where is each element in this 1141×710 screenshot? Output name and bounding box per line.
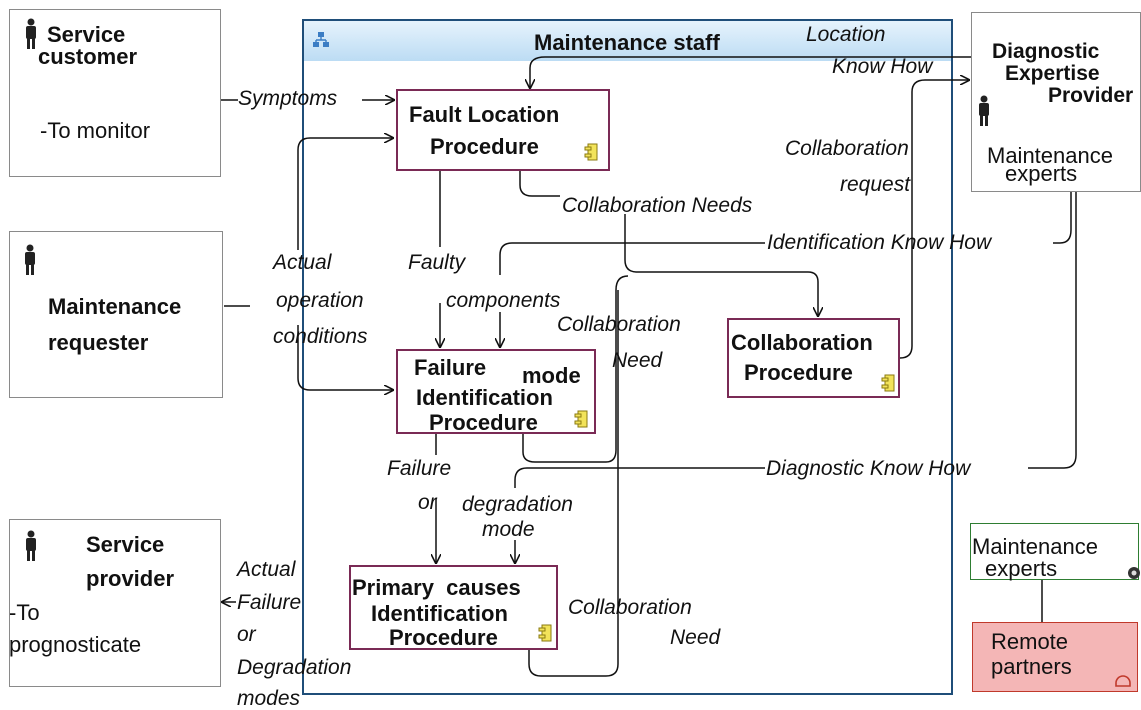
actor-name: customer: [38, 44, 138, 69]
actor-name: Service: [86, 532, 165, 557]
actor-name: Diagnostic: [992, 40, 1100, 63]
component-icon: [538, 624, 552, 642]
flow-label-actual-operation-conditions: Actual: [273, 251, 332, 274]
procedure-title: Procedure: [429, 410, 538, 435]
failure-mode-identification-procedure: Failure mode Identification Procedure: [396, 349, 596, 434]
flow-label-location-know-how: Know How: [832, 55, 933, 78]
maintenance-requester-box: Maintenance requester: [9, 231, 223, 398]
flow-label-identification-know-how: Identification Know How: [767, 231, 992, 254]
flow-label-failure-or-degradation: mode: [482, 518, 535, 541]
actor-name: Expertise: [1005, 62, 1100, 85]
diagnostic-expertise-provider-box: Diagnostic Expertise Provider Maintenanc…: [971, 12, 1141, 192]
service-provider-box: Service provider -To prognosticate: [9, 519, 221, 687]
actor-icon: [1128, 567, 1140, 579]
procedure-title: Identification: [371, 601, 508, 626]
flow-label-actual-failure-modes: Degradation: [237, 656, 352, 679]
flow-label-actual-failure-modes: Failure: [237, 591, 302, 614]
container-title: Maintenance staff: [534, 30, 720, 55]
flow-label-diagnostic-know-how: Diagnostic Know How: [766, 457, 971, 480]
actor-name: Provider: [1048, 84, 1134, 107]
flow-label-symptoms: Symptoms: [238, 87, 338, 110]
remote-label: Remote: [991, 629, 1069, 654]
flow-label-collaboration-needs: Collaboration Needs: [562, 194, 753, 217]
remote-partners-box: Remote partners: [972, 622, 1138, 692]
experts-label: Maintenance: [972, 534, 1098, 559]
flow-label-failure-or-degradation: or: [418, 491, 437, 514]
component-icon: [584, 143, 598, 161]
procedure-title: Procedure: [744, 360, 853, 385]
procedure-title: Failure: [414, 355, 487, 380]
actor-icon: [26, 530, 36, 561]
flow-label-failure-or-degradation: Failure: [387, 457, 452, 480]
procedure-title: mode: [522, 363, 581, 388]
procedure-title: Collaboration: [731, 330, 873, 355]
actor-name: requester: [48, 330, 149, 355]
flow-label-actual-failure-modes: modes: [237, 687, 301, 710]
actor-role: prognosticate: [9, 632, 142, 657]
flow-label-failure-or-degradation: degradation: [462, 493, 573, 516]
flow-label-collaboration-request: Collaboration: [785, 137, 909, 160]
service-customer-box: Service customer -To monitor: [9, 9, 221, 177]
flow-label-actual-failure-modes: Actual: [237, 558, 296, 581]
experts-label: experts: [985, 556, 1058, 581]
actor-icon: [26, 18, 36, 49]
actor-name: Service: [47, 22, 126, 47]
maintenance-experts-box: Maintenance experts: [970, 523, 1139, 580]
flow-label-collaboration-need: Collaboration: [557, 313, 681, 336]
remote-label: partners: [991, 654, 1072, 679]
hierarchy-icon: [313, 32, 329, 47]
fault-location-procedure: Fault Location Procedure: [396, 89, 610, 171]
maintenance-staff-container: Maintenance staff: [302, 19, 953, 695]
actor-icon: [25, 244, 35, 275]
flow-label-actual-failure-modes: or: [237, 623, 256, 646]
flow-label-collaboration-need: Collaboration: [568, 596, 692, 619]
flow-label-actual-operation-conditions: operation: [276, 289, 364, 312]
procedure-title: Primary causes: [352, 575, 521, 600]
flow-label-collaboration-request: request: [840, 173, 911, 196]
actor-role: experts: [1005, 161, 1078, 186]
collaboration-procedure: Collaboration Procedure: [727, 318, 900, 398]
procedure-title: Procedure: [430, 134, 539, 159]
procedure-title: Procedure: [389, 625, 498, 650]
actor-name: Maintenance: [48, 294, 182, 319]
flow-label-location-know-how: Location: [806, 23, 886, 46]
flow-label-collaboration-need: Need: [670, 626, 721, 649]
container-header: [304, 21, 951, 61]
flow-label-faulty-components: Faulty: [408, 251, 466, 274]
actor-role: -To monitor: [40, 118, 151, 143]
actor-role: -To: [9, 600, 40, 625]
actor-name: provider: [86, 566, 175, 591]
component-icon: [574, 410, 588, 428]
primary-causes-identification-procedure: Primary causes Identification Procedure: [349, 565, 558, 650]
flow-label-actual-operation-conditions: conditions: [273, 325, 368, 348]
procedure-title: Identification: [416, 385, 553, 410]
flow-label-faulty-components: components: [446, 289, 561, 312]
flow-label-collaboration-need: Need: [612, 349, 663, 372]
system-icon: [1115, 675, 1131, 687]
actor-role: Maintenance: [987, 143, 1113, 168]
actor-icon: [979, 95, 989, 126]
procedure-title: Fault Location: [409, 102, 560, 127]
component-icon: [881, 374, 895, 392]
